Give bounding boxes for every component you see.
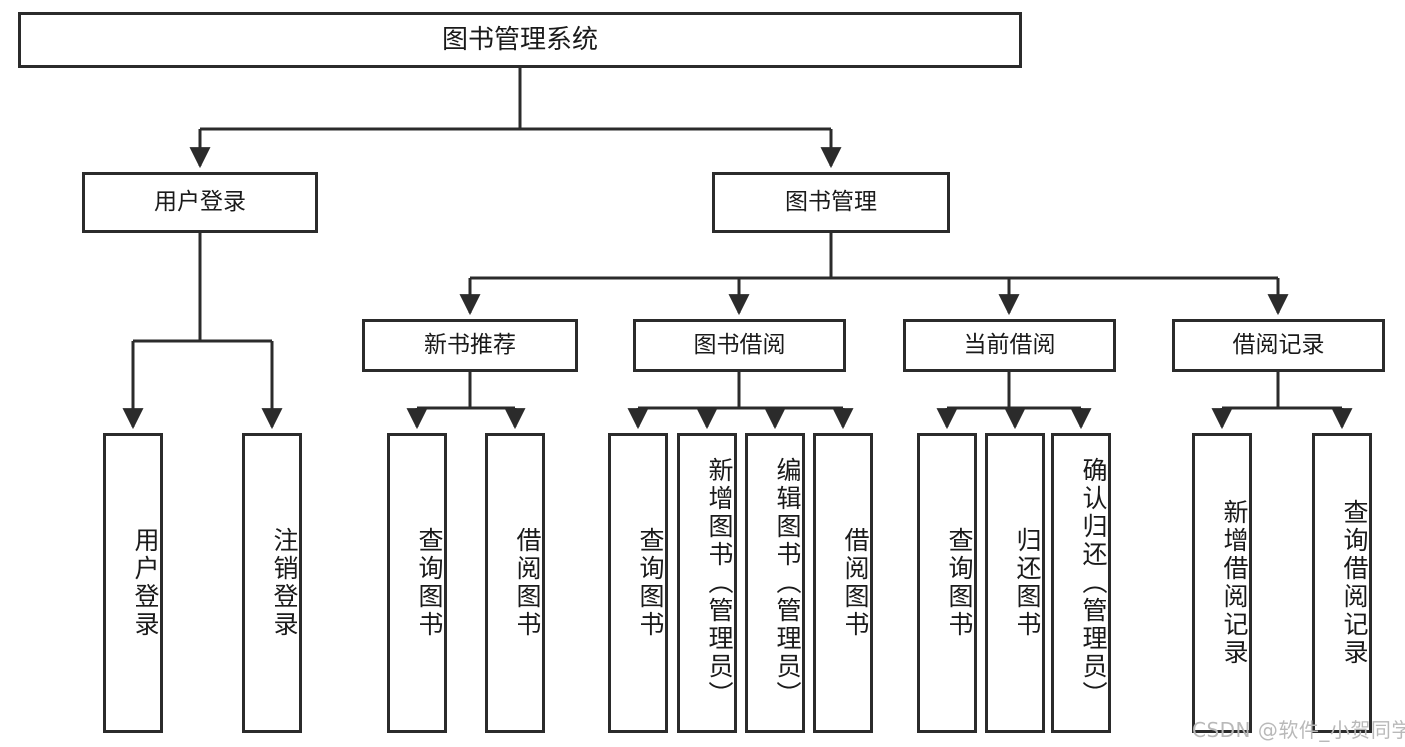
node-leaf-query-record[interactable]: 查询借阅记录 bbox=[1312, 433, 1372, 733]
node-leaf-query-book-3[interactable]: 查询图书 bbox=[917, 433, 977, 733]
node-label: 图书借阅 bbox=[693, 331, 786, 358]
node-label: 用户登录 bbox=[131, 527, 160, 639]
node-label: 当前借阅 bbox=[963, 331, 1056, 358]
node-leaf-query-book-1[interactable]: 查询图书 bbox=[387, 433, 447, 733]
node-label: 借阅记录 bbox=[1232, 331, 1325, 358]
node-label: 查询图书 bbox=[636, 527, 665, 639]
node-label: 借阅图书 bbox=[841, 527, 870, 639]
node-label: 查询借阅记录 bbox=[1340, 499, 1369, 667]
node-label: 用户登录 bbox=[154, 188, 246, 215]
node-book-borrow[interactable]: 图书借阅 bbox=[633, 319, 846, 372]
node-label: 新增借阅记录 bbox=[1220, 499, 1249, 667]
node-leaf-add-record[interactable]: 新增借阅记录 bbox=[1192, 433, 1252, 733]
node-label: 编辑图书（管理员） bbox=[773, 457, 802, 709]
node-new-book-recommend[interactable]: 新书推荐 bbox=[362, 319, 578, 372]
csdn-watermark: CSDN @软件_小贺同学 bbox=[1192, 718, 1405, 742]
node-label: 借阅图书 bbox=[513, 527, 542, 639]
node-label: 归还图书 bbox=[1013, 527, 1042, 639]
node-user-login[interactable]: 用户登录 bbox=[82, 172, 318, 233]
node-root[interactable]: 图书管理系统 bbox=[18, 12, 1022, 68]
node-current-borrow[interactable]: 当前借阅 bbox=[903, 319, 1116, 372]
node-leaf-return-book[interactable]: 归还图书 bbox=[985, 433, 1045, 733]
node-label: 注销登录 bbox=[270, 527, 299, 639]
node-book-manage[interactable]: 图书管理 bbox=[712, 172, 950, 233]
node-label: 查询图书 bbox=[945, 527, 974, 639]
node-leaf-user-login[interactable]: 用户登录 bbox=[103, 433, 163, 733]
node-label: 新书推荐 bbox=[424, 331, 516, 358]
node-leaf-edit-book[interactable]: 编辑图书（管理员） bbox=[745, 433, 805, 733]
node-leaf-borrow-book-2[interactable]: 借阅图书 bbox=[813, 433, 873, 733]
node-leaf-borrow-book-1[interactable]: 借阅图书 bbox=[485, 433, 545, 733]
node-leaf-logout[interactable]: 注销登录 bbox=[242, 433, 302, 733]
node-leaf-query-book-2[interactable]: 查询图书 bbox=[608, 433, 668, 733]
node-label: 图书管理系统 bbox=[441, 24, 598, 55]
node-label: 新增图书（管理员） bbox=[705, 457, 734, 709]
node-borrow-record[interactable]: 借阅记录 bbox=[1172, 319, 1385, 372]
node-label: 图书管理 bbox=[785, 188, 877, 215]
node-leaf-confirm-return[interactable]: 确认归还（管理员） bbox=[1051, 433, 1111, 733]
node-label: 确认归还（管理员） bbox=[1079, 457, 1108, 709]
node-label: 查询图书 bbox=[415, 527, 444, 639]
node-leaf-add-book[interactable]: 新增图书（管理员） bbox=[677, 433, 737, 733]
